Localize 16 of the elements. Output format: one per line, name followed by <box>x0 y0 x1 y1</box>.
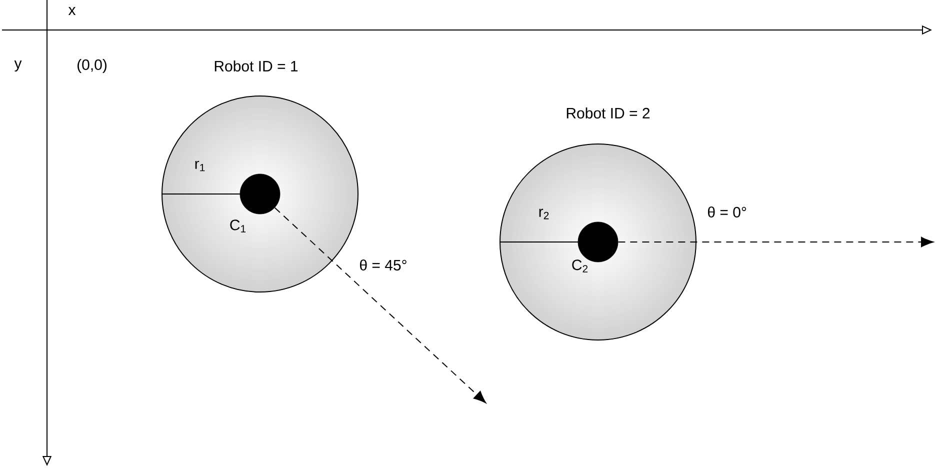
robot-circle <box>500 144 696 340</box>
edge-label: θ = 45° <box>358 258 408 272</box>
robot-id-label: Robot ID = 1 <box>214 60 298 72</box>
heading-arrow <box>274 207 486 404</box>
axis-label: x <box>68 7 76 15</box>
robot-id-label: Robot ID = 2 <box>566 108 650 118</box>
robot-circle <box>162 96 358 292</box>
center-label: C$_{2}$ <box>572 260 588 272</box>
center-dot <box>240 174 280 214</box>
radius-label: r$_{1}$ <box>195 160 205 172</box>
radius-label: r$_{2}$ <box>539 208 549 220</box>
edge-label: θ = 0° <box>706 206 748 218</box>
heading-arrow <box>618 236 934 248</box>
axis-label: y <box>14 60 22 72</box>
origin-label: (0,0) <box>78 59 106 73</box>
center-label: C$_{1}$ <box>230 220 246 232</box>
